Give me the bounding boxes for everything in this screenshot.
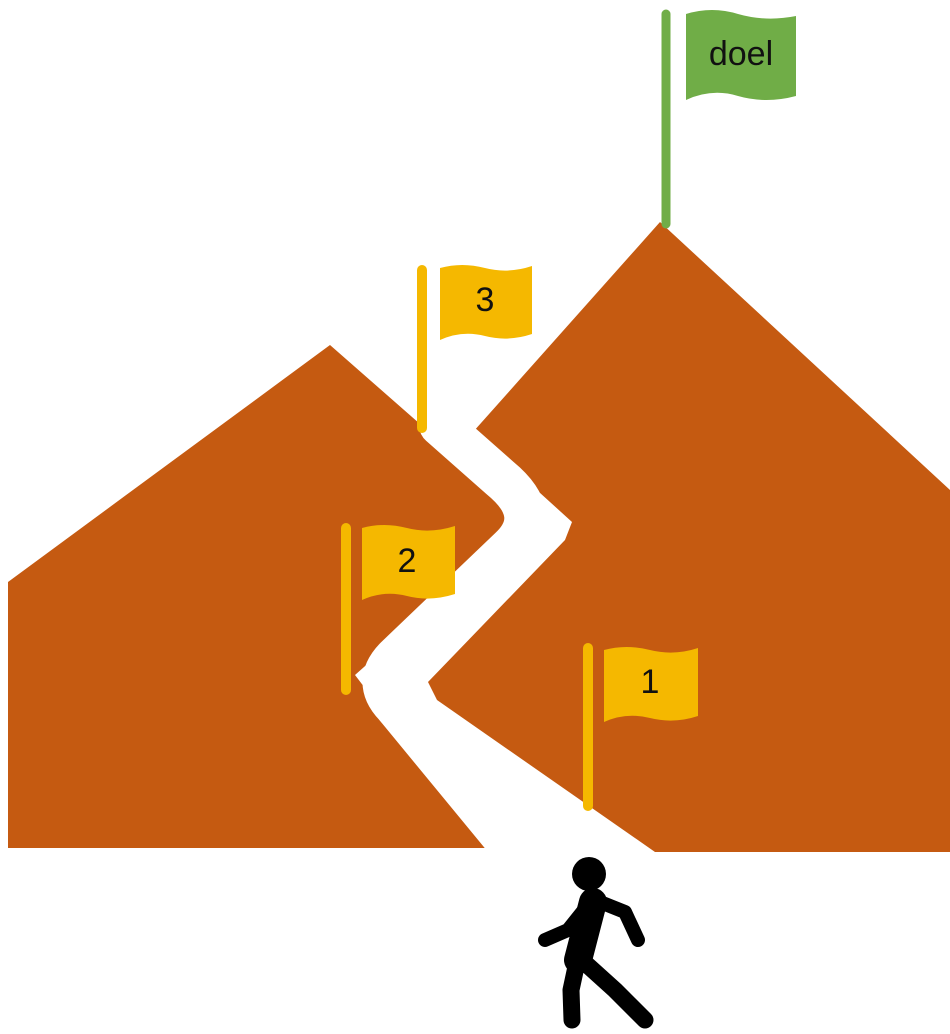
milestone-3-flag-banner: [440, 265, 532, 340]
milestone-1-flag-banner: [604, 647, 698, 722]
milestone-1-flag-label: 1: [641, 663, 660, 701]
goal-flag-banner: [686, 10, 796, 100]
goal-flag-label: doel: [709, 35, 773, 73]
milestone-3-flag-label: 3: [476, 281, 495, 319]
person-walking-icon: [538, 857, 654, 1029]
winding-path: [362, 404, 551, 891]
milestone-2-flag: 2: [341, 523, 455, 695]
right-mountain: [428, 222, 950, 852]
milestone-1-flag: 1: [583, 643, 698, 811]
milestone-3-flag: 3: [417, 265, 532, 433]
goal-flag: doel: [661, 9, 796, 229]
milestone-2-flag-banner: [362, 525, 455, 600]
milestone-2-flag-label: 2: [398, 542, 417, 580]
